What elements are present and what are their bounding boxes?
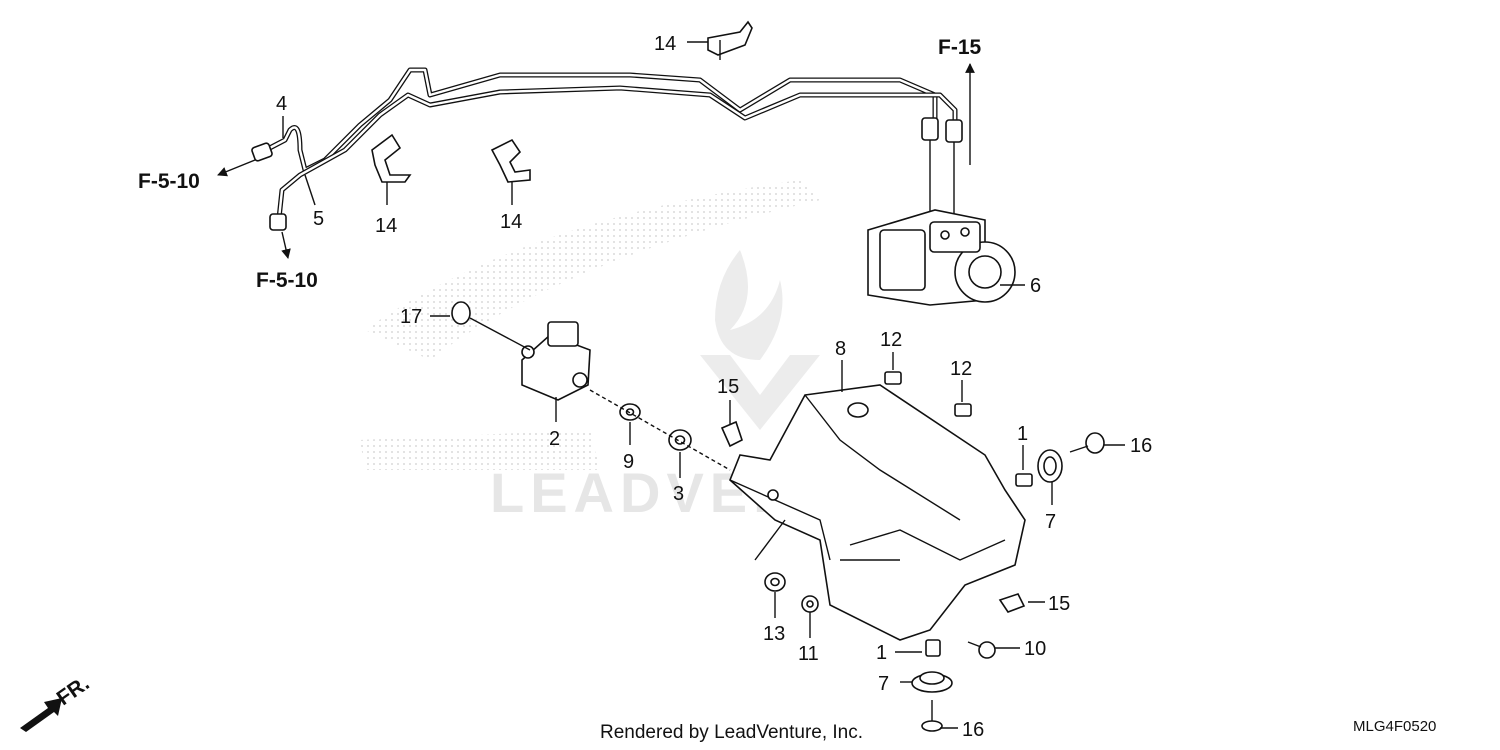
callout-1-bottom: 1 <box>876 642 887 664</box>
bolt-17 <box>451 301 531 351</box>
callout-14-left: 14 <box>375 215 397 237</box>
pipe-clamp-14-top <box>707 20 753 60</box>
pipe-clamp-14-left <box>371 133 412 183</box>
footer-credit: Rendered by LeadVenture, Inc. <box>600 722 863 743</box>
callout-14-top: 14 <box>654 33 676 55</box>
collar-1-right <box>1015 473 1033 487</box>
callout-5: 5 <box>313 208 324 230</box>
leader-lines <box>282 41 1125 729</box>
brake-pipes <box>251 67 963 231</box>
nut-3 <box>668 429 692 451</box>
callout-12-b: 12 <box>950 358 972 380</box>
callout-7-right: 7 <box>1045 511 1056 533</box>
nut-12-b <box>954 403 972 417</box>
callout-16-right: 16 <box>1130 435 1152 457</box>
callout-10: 10 <box>1024 638 1046 660</box>
washer-13 <box>764 572 786 592</box>
callout-1-right: 1 <box>1017 423 1028 445</box>
callout-2: 2 <box>549 428 560 450</box>
callout-7-bottom: 7 <box>878 673 889 695</box>
pipe-fitting-abs-b <box>945 119 963 143</box>
washer-9 <box>619 403 641 421</box>
pipe-fitting-abs-a <box>921 117 939 141</box>
clip-15-upper <box>720 420 743 448</box>
abs-modulator-6 <box>867 209 1016 306</box>
bolt-10 <box>967 641 996 659</box>
grommet-7-bottom <box>911 671 953 693</box>
pipe-fitting-4 <box>251 142 273 162</box>
callout-15-lower: 15 <box>1048 593 1070 615</box>
pipe-clamp-14-mid <box>490 138 531 183</box>
callout-12-a: 12 <box>880 329 902 351</box>
arrow-f510-lower <box>281 231 291 259</box>
nut-11 <box>801 595 819 613</box>
ref-f510-lower: F-5-10 <box>256 269 318 292</box>
callout-11: 11 <box>798 643 819 665</box>
diagram-code: MLG4F0520 <box>1353 718 1436 735</box>
bolt-16-bottom <box>921 700 943 732</box>
sensor-2 <box>521 321 591 401</box>
callout-9: 9 <box>623 451 634 473</box>
callout-8: 8 <box>835 338 846 360</box>
callout-3: 3 <box>673 483 684 505</box>
pipe-fitting-5 <box>269 213 287 231</box>
callout-15-upper: 15 <box>717 376 739 398</box>
front-arrow-icon <box>20 698 62 732</box>
ref-f510-upper: F-5-10 <box>138 170 200 193</box>
ref-f15: F-15 <box>938 36 982 59</box>
arrow-f510-upper <box>217 159 256 177</box>
nut-12-a <box>884 371 902 385</box>
collar-1-bottom <box>925 639 941 657</box>
callout-6: 6 <box>1030 275 1041 297</box>
callout-4: 4 <box>276 93 287 115</box>
grommet-7-right <box>1037 449 1063 483</box>
callout-13: 13 <box>763 623 785 645</box>
tray-8 <box>729 384 1026 641</box>
callout-16-bottom: 16 <box>962 719 984 741</box>
callout-14-mid: 14 <box>500 211 522 233</box>
callout-17: 17 <box>400 306 422 328</box>
watermark: LEADVENTURE <box>360 180 970 524</box>
clip-15-lower <box>998 593 1026 613</box>
bolt-16-right <box>1069 432 1105 454</box>
